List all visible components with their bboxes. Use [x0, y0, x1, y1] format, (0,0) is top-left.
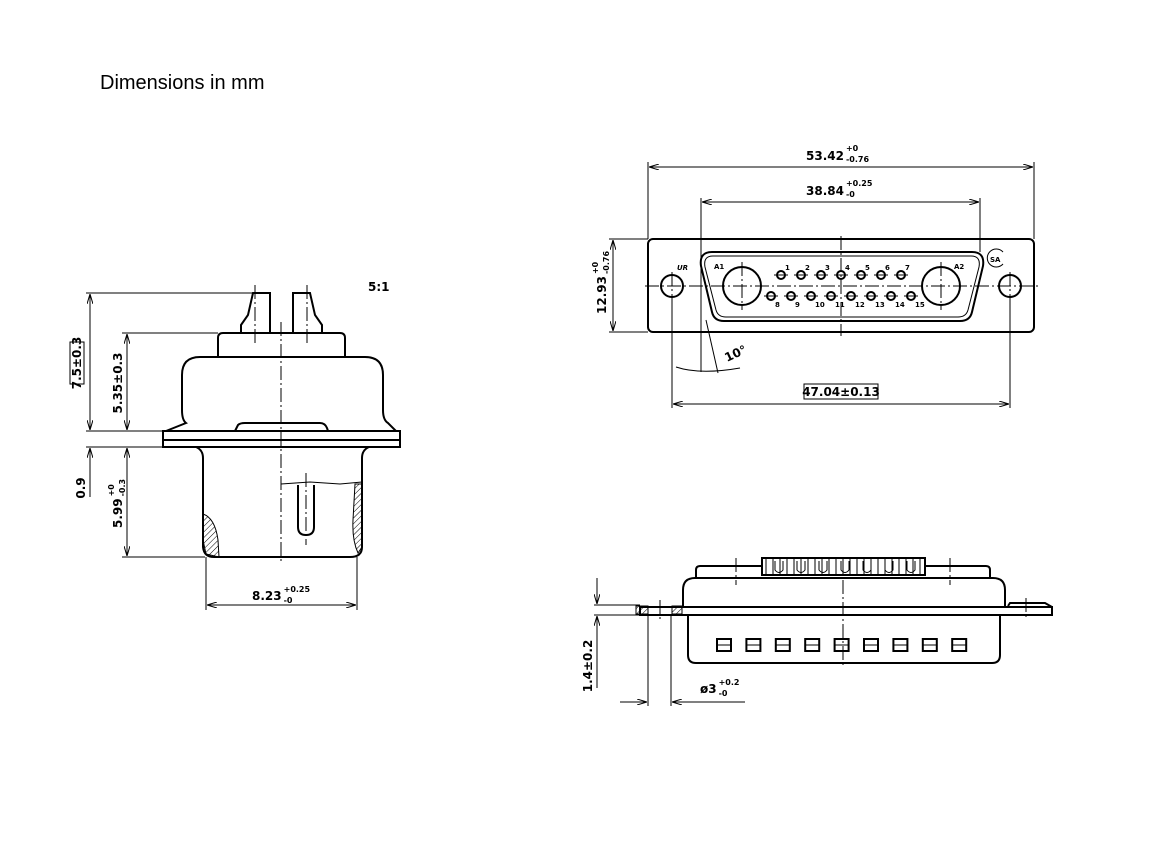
svg-text:-0: -0	[284, 596, 293, 605]
drawing-title: Dimensions in mm	[100, 72, 265, 94]
dim-overall-height: 7.5±0.3	[70, 337, 84, 390]
dim-flange-width: 53.42 +0 -0.76	[806, 144, 869, 164]
pin-label: 13	[875, 301, 885, 309]
pin-label: 8	[775, 301, 780, 309]
svg-text:8.23: 8.23	[252, 589, 282, 603]
shell-lower-side	[687, 615, 1001, 664]
solder-cups	[765, 558, 921, 575]
insulator-top-side	[695, 565, 991, 578]
dim-flange-thickness: 0.9	[74, 477, 88, 498]
solder-cup	[774, 561, 784, 573]
pin-label: 4	[845, 264, 850, 272]
scale-label: 5:1	[368, 280, 390, 294]
pin-label: 6	[885, 264, 890, 272]
svg-text:ø3: ø3	[700, 682, 717, 696]
angle-label: 10°	[722, 342, 748, 364]
svg-text:-0.76: -0.76	[846, 155, 869, 164]
shell-upper-side	[682, 577, 1006, 606]
csa-logo: SA	[986, 248, 1004, 268]
pin-label: 15	[915, 301, 925, 309]
contact-windows	[716, 638, 968, 652]
svg-text:-0.76: -0.76	[602, 251, 611, 274]
svg-text:+0.25: +0.25	[846, 179, 873, 188]
ur-logo: UR	[677, 264, 688, 272]
shell-bump	[234, 422, 329, 432]
svg-text:UR: UR	[677, 264, 688, 272]
svg-text:5.99: 5.99	[111, 498, 125, 528]
label-a2: A2	[954, 263, 964, 271]
pin-label: 14	[895, 301, 905, 309]
pin-label: 2	[805, 264, 810, 272]
pin-label: 7	[905, 264, 910, 272]
pin-label: 11	[835, 301, 845, 309]
dim-upper-height: 5.35±0.3	[111, 353, 125, 414]
shell-body-lower	[195, 446, 370, 558]
svg-text:12.93: 12.93	[595, 276, 609, 314]
shell-body-upper	[165, 356, 399, 432]
dim-hole-spacing: 47.04±0.13	[802, 385, 880, 399]
solder-cup	[818, 561, 828, 573]
svg-text:38.84: 38.84	[806, 184, 844, 198]
dim-shell-width: 38.84 +0.25 -0	[806, 179, 873, 199]
flange-side	[639, 606, 1053, 616]
svg-text:-0: -0	[719, 689, 728, 698]
pin-label: 12	[855, 301, 865, 309]
pin-label: 10	[815, 301, 825, 309]
solder-cup	[906, 561, 916, 573]
svg-text:+0: +0	[591, 261, 600, 274]
svg-text:+0: +0	[107, 484, 116, 497]
label-a1: A1	[714, 263, 724, 271]
svg-text:53.42: 53.42	[806, 149, 844, 163]
svg-text:+0.2: +0.2	[719, 678, 740, 687]
side-view: 5:1 7.5±0.3 5.35±0.3 0.9	[69, 280, 401, 610]
dim-hole-diameter: ø3 +0.2 -0	[700, 678, 739, 698]
dim-height: 12.93 +0 -0.76	[591, 251, 611, 314]
svg-text:-0: -0	[846, 190, 855, 199]
solder-cup	[840, 561, 850, 573]
dim-lower-height: 5.99 +0 -0.3	[107, 479, 127, 528]
pin-label: 3	[825, 264, 830, 272]
bottom-view: 1.4±0.2 ø3 +0.2 -0	[581, 557, 1053, 706]
svg-text:SA: SA	[990, 256, 1001, 264]
svg-text:+0: +0	[846, 144, 859, 153]
pin-label: 9	[795, 301, 800, 309]
svg-text:+0.25: +0.25	[284, 585, 311, 594]
pin-label: 5	[865, 264, 870, 272]
dim-lower-width: 8.23 +0.25 -0	[252, 585, 310, 605]
dim-flange-thickness-bottom: 1.4±0.2	[581, 640, 595, 693]
pin-label: 1	[785, 264, 790, 272]
svg-text:-0.3: -0.3	[118, 479, 127, 497]
